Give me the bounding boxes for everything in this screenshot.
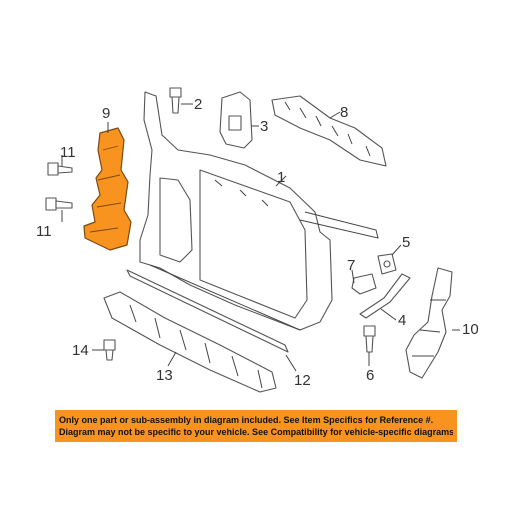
callout-12: 12	[294, 372, 311, 389]
part-5-nut	[377, 253, 397, 275]
leader-lines	[61, 103, 460, 372]
notice-line-2: Diagram may not be specific to your vehi…	[59, 427, 453, 437]
callout-11-upper: 11	[60, 144, 76, 161]
part-7-clip	[351, 273, 377, 295]
callout-2: 2	[194, 96, 202, 113]
callout-10: 10	[462, 321, 479, 338]
callout-7: 7	[347, 257, 355, 274]
part-2-bolt	[169, 87, 182, 114]
part-8-upper-rail	[271, 95, 387, 167]
callout-9: 9	[102, 105, 110, 122]
callout-11-lower: 11	[36, 223, 52, 240]
part-11-bolt-upper	[47, 162, 73, 176]
callout-5: 5	[402, 234, 410, 251]
part-12-seal-strip	[126, 269, 289, 353]
callout-6: 6	[366, 367, 374, 384]
notice-line-1: Only one part or sub-assembly in diagram…	[59, 415, 434, 425]
callout-1: 1	[277, 169, 285, 186]
part-14-bolt	[103, 339, 116, 361]
compatibility-notice-banner: Only one part or sub-assembly in diagram…	[55, 410, 457, 442]
part-1-radiator-support	[139, 91, 379, 331]
part-6-bolt	[363, 325, 376, 353]
part-9-air-guide	[83, 127, 132, 251]
part-13-lower-deflector	[103, 291, 277, 393]
callout-4: 4	[398, 312, 406, 329]
part-10-air-guide-right	[405, 267, 453, 379]
part-4-brace	[359, 273, 411, 319]
callout-14: 14	[72, 342, 89, 359]
callout-3: 3	[260, 118, 268, 135]
callout-8: 8	[340, 104, 348, 121]
part-3-bracket	[219, 91, 253, 149]
part-11-bolt-lower	[45, 197, 73, 211]
callout-13: 13	[156, 367, 173, 384]
